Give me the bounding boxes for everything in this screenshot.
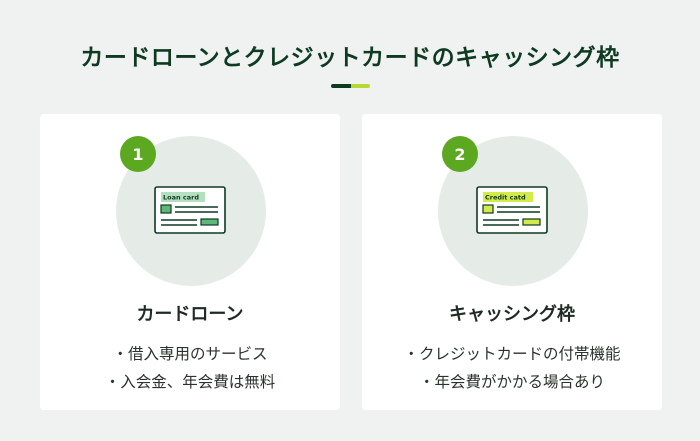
feature-item: ・クレジットカードの付帯機能 [403,345,621,363]
title-underline [331,84,370,88]
card-credit: 2 Credit catd キャッシング枠 ・クレジットカードの付帯機能 ・年会… [362,114,662,410]
credit-card-icon-label: Credit catd [485,194,526,202]
loan-card-icon: Loan card [154,186,226,234]
underline-dark-segment [331,84,351,88]
credit-card-icon: Credit catd [476,186,548,234]
feature-item: ・入会金、年会費は無料 [104,373,276,391]
card-heading: キャッシング枠 [449,304,575,325]
page-title: カードローンとクレジットカードのキャッシング枠 [80,45,620,71]
feature-list: ・借入専用のサービス ・入会金、年会費は無料 [40,340,340,396]
feature-item: ・借入専用のサービス [112,345,268,363]
underline-lime-segment [351,84,370,88]
feature-list: ・クレジットカードの付帯機能 ・年会費がかかる場合あり [362,340,662,396]
number-badge: 1 [120,136,156,172]
card-loan: 1 Loan card カードローン ・借入専用のサービス ・入会金、年会費は無… [40,114,340,410]
number-badge: 2 [442,136,478,172]
loan-card-icon-label: Loan card [163,194,199,202]
feature-item: ・年会費がかかる場合あり [418,373,605,391]
card-heading: カードローン [136,304,244,325]
